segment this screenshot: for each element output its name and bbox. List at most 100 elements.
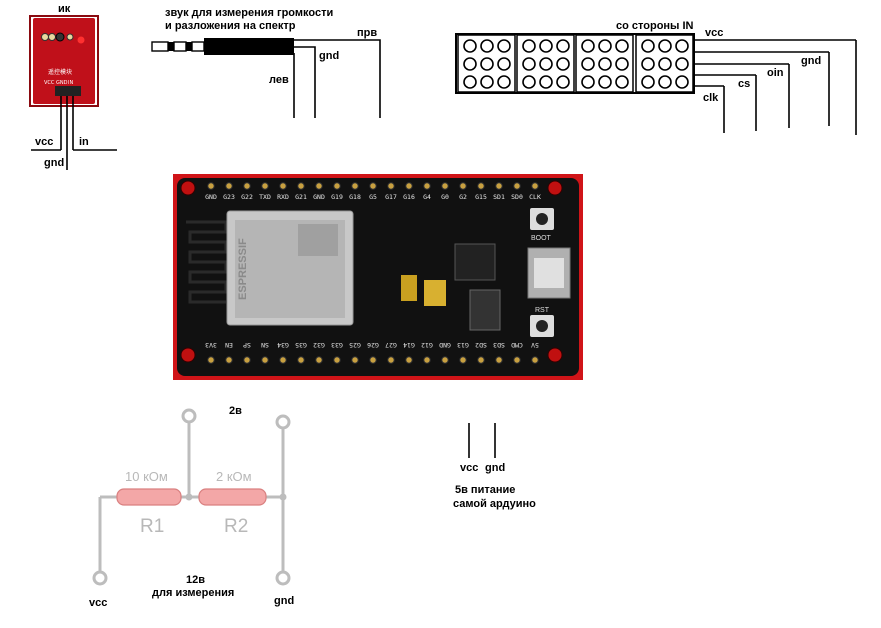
led-dot: [480, 75, 494, 89]
header-pin: [423, 356, 431, 364]
led-dot: [598, 75, 612, 89]
led-dot: [497, 57, 511, 71]
jack-ring2: [173, 41, 187, 52]
capacitor: [401, 275, 417, 301]
pin-label: G15: [475, 193, 487, 201]
header-pin: [405, 356, 413, 364]
led-block: [635, 34, 694, 93]
pin-label: GND: [313, 193, 325, 201]
led-matrix-title: со стороны IN: [616, 20, 694, 32]
led-label-gnd: gnd: [801, 55, 821, 67]
header-pin: [297, 356, 305, 364]
header-pin: [459, 182, 467, 190]
pin-label: G32: [313, 341, 325, 349]
header-pin: [513, 182, 521, 190]
led-dot: [598, 39, 612, 53]
led-dot: [675, 39, 689, 53]
rst-label: RST: [535, 307, 550, 314]
jack-ring1: [168, 42, 174, 51]
header-pin: [225, 182, 233, 190]
resistor-r2: [198, 488, 267, 506]
terminal-vcc: [92, 570, 108, 586]
pin-label: G26: [367, 341, 379, 349]
header-pin: [261, 356, 269, 364]
header-pin: [243, 182, 251, 190]
ir-component: [41, 33, 49, 41]
ir-header: [55, 86, 81, 96]
led-grid: [457, 34, 694, 93]
led-block: [457, 34, 516, 93]
header-pin: [441, 182, 449, 190]
pin-label: G27: [385, 341, 397, 349]
led-dot: [539, 39, 553, 53]
header-pin: [423, 182, 431, 190]
pin-label: G2: [459, 193, 467, 201]
header-pin: [315, 356, 323, 364]
ir-pin-gnd: GND: [56, 80, 68, 86]
power-caption-line1: 5в питание: [455, 484, 515, 496]
led-dot: [581, 75, 595, 89]
led-dot: [463, 75, 477, 89]
divider-label-2v: 2в: [229, 405, 242, 417]
ir-module-title: ик: [58, 3, 71, 15]
header-pin: [477, 182, 485, 190]
header-pin: [369, 182, 377, 190]
header-pin: [333, 182, 341, 190]
ir-label-in: in: [79, 136, 89, 148]
header-pin: [261, 182, 269, 190]
r2-name: R2: [224, 516, 248, 537]
pin-label: GND: [439, 341, 451, 349]
jack-wire-right: [294, 39, 381, 118]
ir-board-edge: [29, 15, 99, 107]
pin-label: G23: [223, 193, 235, 201]
pin-label: SD1: [493, 193, 505, 201]
header-pin: [315, 182, 323, 190]
led-dot: [497, 75, 511, 89]
led-dot: [497, 39, 511, 53]
reset-button-cap: [536, 320, 548, 332]
led-dot: [556, 57, 570, 71]
pin-label: EN: [225, 341, 233, 349]
arduino-power: vcc gnd 5в питание самой ардуино: [453, 423, 536, 510]
divider-caption-line2: для измерения: [152, 587, 234, 599]
pin-label: SD2: [475, 341, 487, 349]
audio-caption-line1: звук для измерения громкости: [165, 7, 333, 19]
led-dot: [581, 57, 595, 71]
led-dot: [539, 75, 553, 89]
led-dot: [658, 39, 672, 53]
header-pin: [495, 356, 503, 364]
led-label-din: oin: [767, 67, 784, 79]
module-brand: ESPRESSIF: [237, 238, 249, 300]
pin-label: TXD: [259, 193, 271, 201]
led-dot: [539, 57, 553, 71]
pin-label: G5: [369, 193, 377, 201]
pin-label: CLK: [529, 193, 541, 201]
audio-caption-line2: и разложения на спектр: [165, 20, 296, 32]
led-dot: [675, 57, 689, 71]
header-pin: [207, 182, 215, 190]
led-dot: [615, 75, 629, 89]
pin-row-bottom: [207, 356, 539, 364]
pin-label: G13: [457, 341, 469, 349]
pin-label: G33: [331, 341, 343, 349]
ir-module: ик 遥控模块 VCC GND IN vcc gnd in: [29, 3, 117, 170]
led-block: [516, 34, 575, 93]
boot-button-cap: [536, 213, 548, 225]
terminal-2v: [181, 408, 197, 424]
header-pin: [405, 182, 413, 190]
pin-label: 5V: [531, 341, 539, 349]
header-pin: [459, 356, 467, 364]
pin-label: SP: [243, 341, 251, 349]
mount-hole: [180, 347, 196, 363]
mount-hole: [547, 347, 563, 363]
led-dot: [522, 39, 536, 53]
pin-label: G4: [423, 193, 431, 201]
voltage-regulator: [469, 289, 501, 331]
led-dot: [658, 75, 672, 89]
pin-label: G18: [349, 193, 361, 201]
ir-led: [77, 36, 85, 44]
header-pin: [441, 356, 449, 364]
led-matrix: со стороны IN vcc gnd oin cs clk: [455, 20, 857, 135]
